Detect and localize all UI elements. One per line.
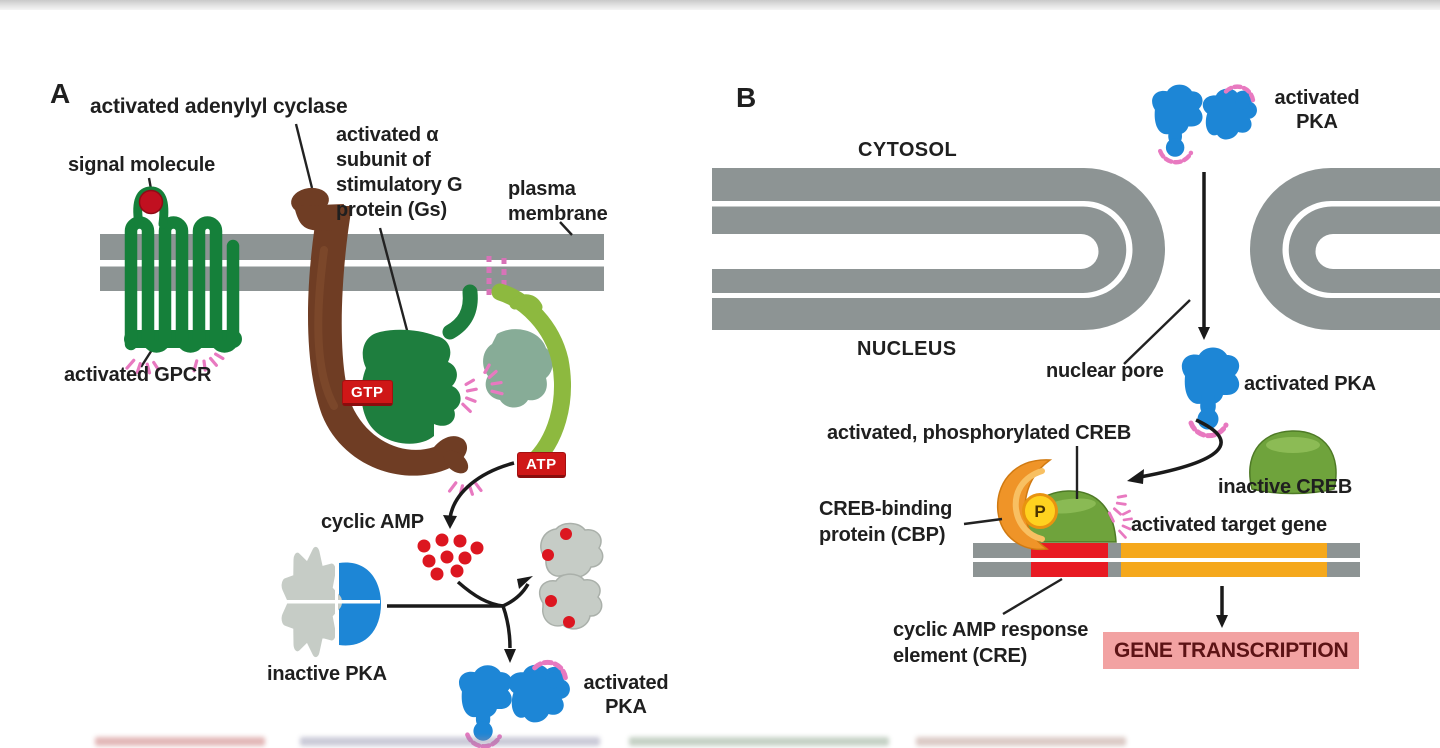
label-activated-pka-nuclear: activated PKA (1244, 373, 1376, 395)
arrowhead-to-active-pka (504, 649, 516, 663)
cre-segment-bottom (1031, 562, 1108, 577)
label-inactive-creb: inactive CREB (1218, 476, 1353, 498)
arrow-atp-to-camp (443, 461, 515, 529)
label-adenylyl-cyclase: activated adenylyl cyclase (90, 95, 348, 118)
panel-b-letter: B (736, 82, 757, 113)
panel-a-letter: A (50, 78, 71, 109)
caption-smudge-3 (628, 737, 889, 746)
inactive-pka-shape (281, 546, 381, 658)
label-nuclear-pore: nuclear pore (1046, 360, 1164, 382)
activation-sparks-galpha (458, 377, 482, 414)
gpcr-shape (124, 186, 242, 353)
atp-badge: ATP (517, 452, 566, 478)
dna-target-gene (973, 543, 1360, 577)
gene-segment-bottom (1121, 562, 1327, 577)
arrow-through-pore (1198, 172, 1210, 340)
label-plasma-membrane: plasma membrane (508, 178, 608, 225)
cropped-caption-remnant (95, 737, 1126, 748)
label-nucleus: NUCLEUS (857, 338, 957, 360)
pointer-lines-b (963, 446, 1079, 616)
plasma-membrane (100, 234, 604, 291)
pka-regulatory-subunits-shape (538, 522, 604, 630)
label-cre: cyclic AMP response element (CRE) (893, 619, 1089, 667)
label-activated-gpcr: activated GPCR (64, 364, 212, 386)
activated-pka-b-top-left (1152, 85, 1202, 163)
label-signal-molecule: signal molecule (68, 154, 216, 176)
activated-pka-b-top-right (1199, 83, 1261, 143)
pointer-nuclear-pore (1123, 299, 1191, 365)
gtp-badge: GTP (342, 380, 393, 406)
activated-pka-nuclear-shape (1182, 348, 1239, 436)
nuclear-envelope-left (712, 168, 1165, 330)
label-activated-target-gene: activated target gene (1131, 514, 1327, 536)
activated-pka-a-left (459, 665, 512, 746)
arrow-gene-transcription (1216, 586, 1228, 628)
label-inactive-pka: inactive PKA (267, 663, 387, 685)
caption-smudge-2 (299, 737, 600, 746)
cyclic-amp-dots (417, 533, 484, 581)
arrowhead-to-regulatory (517, 576, 533, 589)
label-gs-subunit: activated α subunit of stimulatory G pro… (336, 124, 463, 221)
caption-smudge-1 (95, 737, 265, 746)
gene-transcription-badge: GENE TRANSCRIPTION (1103, 632, 1360, 669)
caption-smudge-gap-2 (604, 737, 624, 746)
adenylyl-cyclase-shape (291, 187, 469, 476)
g-beta-subunit-shape (483, 329, 553, 408)
label-cyclic-amp: cyclic AMP (321, 511, 424, 533)
cre-segment-top (1031, 543, 1108, 558)
g-alpha-subunit-shape (361, 284, 478, 444)
top-divider-bar (0, 0, 1440, 10)
gene-segment-top (1121, 543, 1327, 558)
caption-smudge-4 (915, 737, 1126, 746)
caption-smudge-gap-3 (893, 737, 911, 746)
caption-smudge-gap-1 (269, 737, 295, 746)
inactive-creb-shape (1249, 430, 1337, 495)
label-cytosol: CYTOSOL (858, 139, 958, 161)
arrow-pka-to-creb (1127, 418, 1223, 484)
g-gamma-subunit-shape (491, 283, 571, 473)
activated-pka-a-right (504, 659, 575, 727)
label-activated-pka-b-top: activated PKA (1274, 87, 1360, 133)
label-phospho-creb: activated, phosphorylated CREB (827, 422, 1132, 444)
nuclear-envelope-right (1250, 168, 1440, 330)
arrows-pka-activation (387, 580, 530, 649)
phosphate-badge: P (1022, 493, 1058, 529)
label-activated-pka-a: activated PKA (583, 672, 669, 718)
label-cbp: CREB-binding protein (CBP) (819, 498, 953, 546)
signal-molecule-shape (138, 189, 164, 215)
